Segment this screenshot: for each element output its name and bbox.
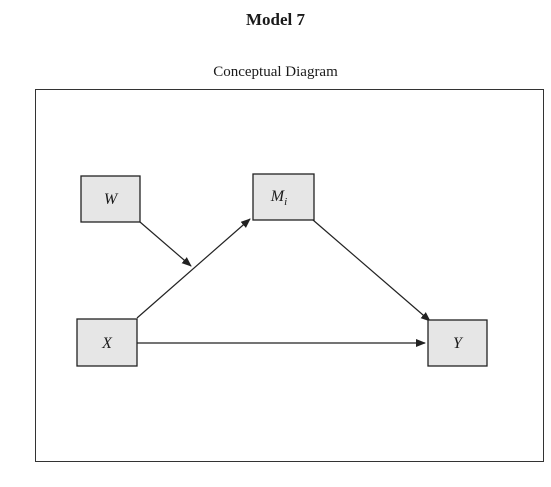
edge-m-to-y xyxy=(312,219,431,322)
edge-w-moderation xyxy=(139,221,192,267)
node-m-subscript: i xyxy=(284,196,287,208)
node-w-label: W xyxy=(104,191,119,208)
node-y-box xyxy=(427,319,488,367)
node-w: W xyxy=(80,175,141,223)
model-title: Model 7 xyxy=(245,10,306,29)
node-m-label: Mi xyxy=(270,188,287,208)
node-x: X xyxy=(76,318,138,367)
edge-x-to-m xyxy=(136,218,251,319)
node-x-label: X xyxy=(101,335,113,352)
node-m: Mi xyxy=(252,173,315,221)
node-x-box xyxy=(76,318,138,367)
diagram-caption: Conceptual Diagram xyxy=(213,64,338,80)
diagram-frame xyxy=(35,89,544,462)
node-y: Y xyxy=(427,319,488,367)
node-w-box xyxy=(80,175,141,223)
node-m-main-label: M xyxy=(270,188,286,205)
node-y-label: Y xyxy=(453,335,464,352)
node-m-box xyxy=(252,173,315,221)
